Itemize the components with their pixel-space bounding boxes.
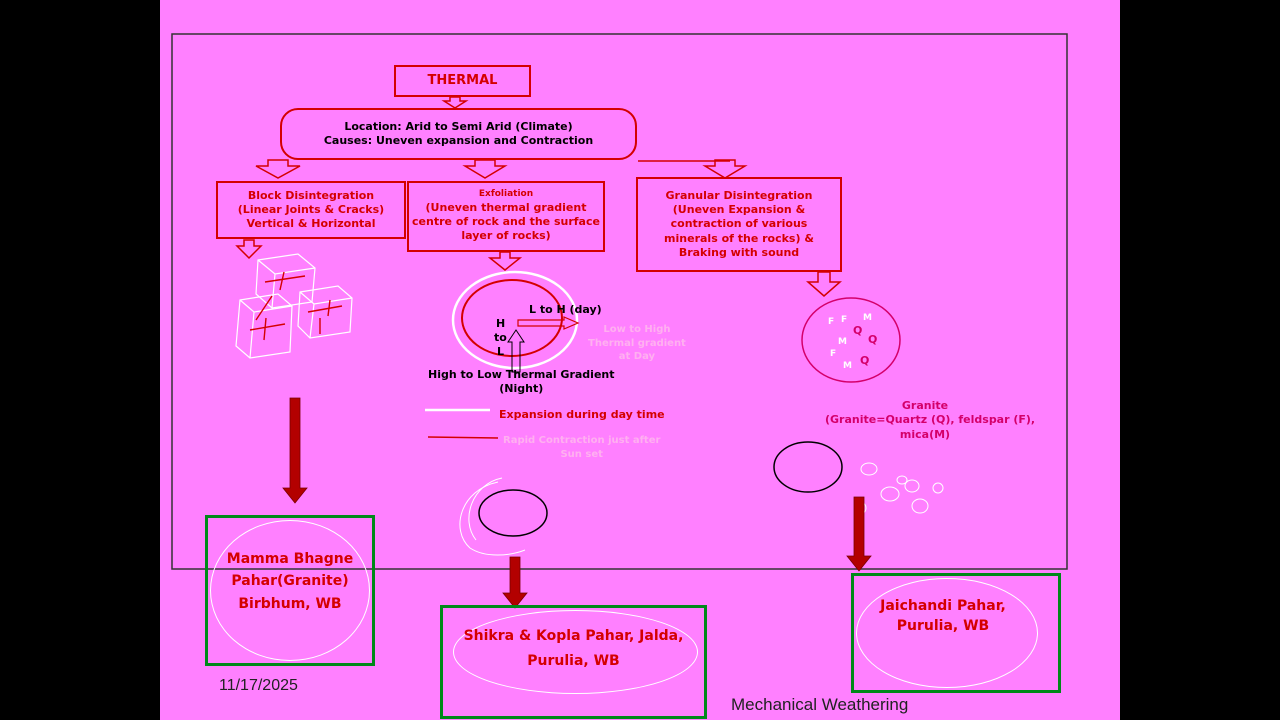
day-label: L to H (day) [529,303,602,316]
arrow-granular-example [846,496,872,572]
loose-grains-sketch [857,462,944,514]
svg-text:F: F [830,349,836,359]
arrow-to-exfoliation [462,159,508,179]
mineral-q-1: Q [853,324,863,337]
mineral-q-3: Q [860,354,870,367]
day-gradient-note: Low to High Thermal gradient at Day [588,324,686,362]
arrow-exfoliation-to-sketch [487,251,523,271]
svg-text:M: M [863,313,872,323]
granular-disintegration-box: Granular Disintegration (Uneven Expansio… [636,177,842,272]
exfoliation-line-3: centre of rock and the surface [412,215,600,229]
block-title: Block Disintegration [247,188,375,202]
example-block-line-2: Pahar(Granite) [231,573,349,590]
shell-sketch-1 [459,481,526,556]
arrow-block-example [282,397,308,504]
l-letter: L [497,345,505,358]
block-line-3: Vertical & Horizontal [246,217,376,231]
svg-text:M: M [838,337,847,347]
thermal-heading: THERMAL [427,72,498,88]
outer-layer-ring [451,270,579,370]
granular-line-3: contraction of various [670,217,808,231]
block-disintegration-box: Block Disintegration (Linear Joints & Cr… [216,181,406,239]
grain-outline-black [773,441,843,493]
example-granular-line-2: Purulia, WB [896,618,990,635]
example-granular-frame: Jaichandi Pahar, Purulia, WB [851,573,1061,693]
granite-caption: Granite (Granite=Quartz (Q), feldspar (F… [825,399,1036,442]
arrow-exfoliation-example [502,556,528,609]
arrow-thermal-to-climate [441,96,469,109]
legend-expansion: Expansion during day time [499,408,665,421]
climate-location: Location: Arid to Semi Arid (Climate) [344,119,573,133]
shell-sketch-2 [468,477,503,541]
legend-contraction: Rapid Contraction just after Sun set [503,435,661,460]
content-frame [171,33,1068,570]
climate-causes: Causes: Uneven expansion and Contraction [323,134,594,147]
svg-text:M: M [843,361,852,371]
thermal-box: THERMAL [394,65,531,97]
granite-title: Granite [901,399,949,412]
exfoliation-box: Exfoliation (Uneven thermal gradient cen… [407,181,605,252]
footer-title: Mechanical Weathering [731,695,909,714]
exfoliation-line-2: (Uneven thermal gradient [425,200,587,214]
example-block-frame: Mamma Bhagne Pahar(Granite) Birbhum, WB [205,515,375,666]
example-granular-line-1: Jaichandi Pahar, [880,598,1006,614]
granular-line-5: Braking with sound [678,245,800,259]
rock-outline-black [478,489,548,537]
granite-circle [801,297,901,383]
cube-cracks [249,271,343,341]
svg-text:F: F [841,315,847,325]
example-exfoliation-line-2: Purulia, WB [527,652,620,669]
night-gradient-arrow [507,329,525,373]
example-block-line-1: Mamma Bhagne [226,551,354,567]
example-exfoliation-line-1: Shikra & Kopla Pahar, Jalda, [463,628,684,644]
footer-date: 11/17/2025 [219,677,298,694]
h-letter: H [496,317,506,330]
arrow-granular-to-sketch [806,271,842,297]
granular-title: Granular Disintegration [665,188,813,202]
to-word: to [494,331,507,344]
legend-red-line [427,436,499,439]
climate-box: Location: Arid to Semi Arid (Climate) Ca… [280,108,637,160]
day-gradient-arrow [517,316,580,330]
example-block-line-3: Birbhum, WB [238,595,342,612]
granular-line-2: (Uneven Expansion & [672,203,806,217]
block-line-2: (Linear Joints & Cracks) [237,202,385,216]
exfoliation-line-4: layer of rocks) [461,229,551,243]
arrow-block-to-sketch [235,239,263,260]
arrow-to-granular [702,159,748,179]
exfoliation-title: Exfoliation [478,189,534,200]
granite-detail-1: (Granite=Quartz (Q), feldspar (F), [825,413,1036,427]
cube-sketch [235,253,353,359]
granite-detail-2: mica(M) [899,427,951,441]
example-exfoliation-frame: Shikra & Kopla Pahar, Jalda, Purulia, WB [440,605,707,719]
night-gradient-note: High to Low Thermal Gradient (Night) [428,368,615,396]
mineral-q-2: Q [868,333,878,346]
granular-line-4: minerals of the rocks) & [664,231,814,245]
svg-text:F: F [828,317,834,327]
arrow-to-block [255,159,301,179]
